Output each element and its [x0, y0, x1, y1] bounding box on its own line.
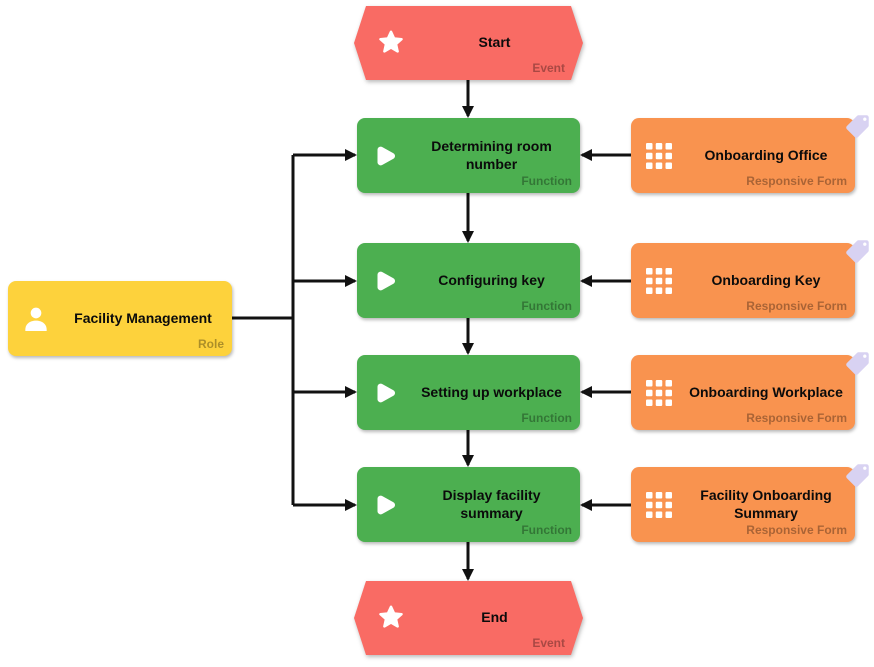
function-type-badge: Function — [521, 411, 572, 425]
star-icon — [366, 603, 416, 633]
function-type-badge: Function — [521, 299, 572, 313]
function-label: Setting up workplace — [421, 383, 562, 400]
tag-icon — [844, 350, 871, 377]
function-label: Determining room number — [431, 138, 552, 172]
event-type-badge: Event — [532, 636, 565, 650]
form-type-badge: Responsive Form — [746, 523, 847, 537]
play-icon — [357, 266, 413, 296]
tag-icon — [844, 238, 871, 265]
form-type-badge: Responsive Form — [746, 411, 847, 425]
form-node-onboarding-workplace[interactable]: Onboarding Workplace Responsive Form — [631, 352, 869, 430]
grid-icon — [631, 142, 687, 169]
tag-icon — [844, 462, 871, 489]
function-node-display-facility-summary[interactable]: Display facility summary Function — [357, 467, 580, 542]
form-label: Facility Onboarding Summary — [700, 487, 832, 521]
event-type-badge: Event — [532, 61, 565, 75]
form-node-onboarding-key[interactable]: Onboarding Key Responsive Form — [631, 240, 869, 318]
role-type-badge: Role — [197, 337, 224, 351]
play-icon — [357, 378, 413, 408]
function-node-configuring-key[interactable]: Configuring key Function — [357, 243, 580, 318]
star-icon — [366, 28, 416, 58]
function-type-badge: Function — [521, 174, 572, 188]
function-type-badge: Function — [521, 523, 572, 537]
grid-icon — [631, 491, 687, 518]
function-node-determining-room-number[interactable]: Determining room number Function — [357, 118, 580, 193]
form-type-badge: Responsive Form — [746, 299, 847, 313]
event-label: End — [481, 609, 508, 626]
play-icon — [357, 141, 413, 171]
form-label: Onboarding Workplace — [689, 383, 843, 400]
form-label: Onboarding Office — [704, 146, 828, 163]
role-node-facility-management[interactable]: Facility Management Role — [8, 281, 232, 356]
grid-icon — [631, 379, 687, 406]
form-node-facility-onboarding-summary[interactable]: Facility Onboarding Summary Responsive F… — [631, 464, 869, 542]
form-type-badge: Responsive Form — [746, 174, 847, 188]
event-label: Start — [478, 34, 511, 51]
grid-icon — [631, 267, 687, 294]
tag-icon — [844, 113, 871, 140]
role-label: Facility Management — [74, 309, 212, 326]
function-node-setting-up-workplace[interactable]: Setting up workplace Function — [357, 355, 580, 430]
form-label: Onboarding Key — [711, 271, 821, 288]
function-label: Display facility summary — [442, 487, 541, 521]
function-label: Configuring key — [438, 271, 545, 288]
form-node-onboarding-office[interactable]: Onboarding Office Responsive Form — [631, 115, 869, 193]
person-icon — [8, 303, 64, 335]
play-icon — [357, 490, 413, 520]
